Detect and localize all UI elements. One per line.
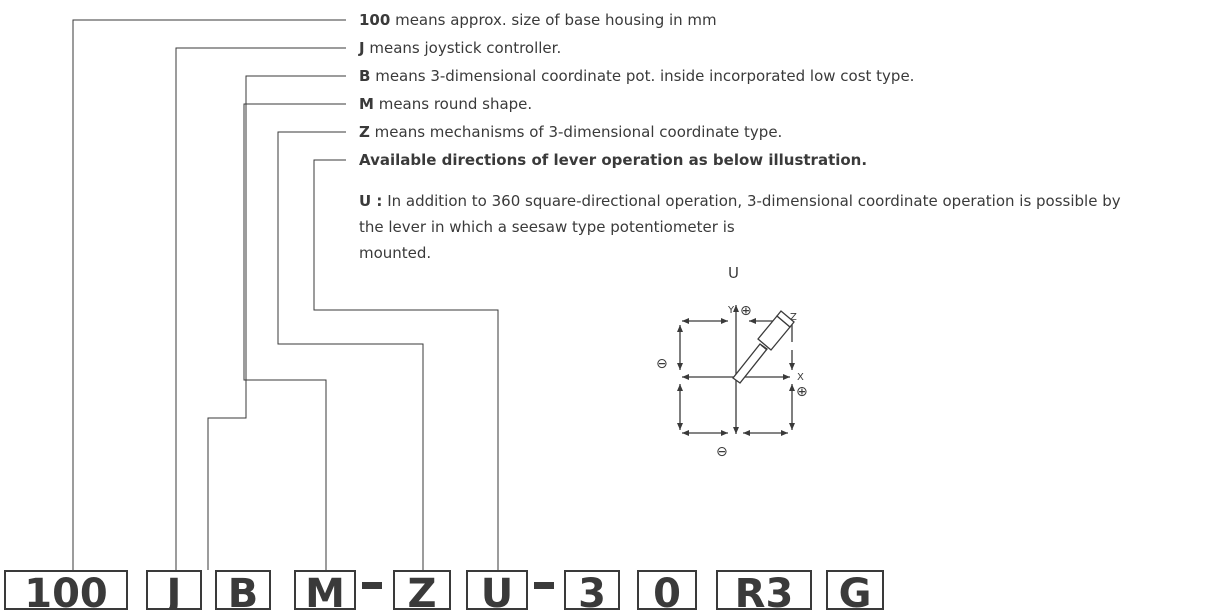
description-key: M [359,95,374,113]
code-box-m: M [294,570,356,610]
code-box-100: 100 [4,570,128,610]
description-key: Z [359,123,370,141]
z-axis-label: Z [790,312,797,323]
u-description-line-1: U : In addition to 360 square-directiona… [359,188,1221,214]
connector-100 [72,19,346,570]
code-box-j: J [146,570,202,610]
description-text: means mechanisms of 3-dimensional coordi… [369,123,783,141]
x-plus-icon: ⊕ [796,384,808,400]
description-m: M means round shape. [359,94,532,114]
description-b: B means 3-dimensional coordinate pot. in… [359,66,914,86]
u-description-key: U : [359,192,383,210]
directions-heading-text: Available directions of lever operation … [359,151,868,169]
description-100: 100 means approx. size of base housing i… [359,10,717,30]
description-key: 100 [359,11,391,29]
connector-b [207,75,346,570]
description-text: means 3-dimensional coordinate pot. insi… [370,67,915,85]
x-minus-icon: ⊖ [656,356,668,372]
x-axis-label: X [797,372,804,383]
description-key: B [359,67,371,85]
description-j: J means joystick controller. [359,38,561,58]
code-box-u: U [466,570,528,610]
code-box-0: 0 [637,570,697,610]
description-key: J [359,39,365,57]
y-plus-icon: ⊕ [740,303,752,319]
code-separator-dash [362,582,382,589]
code-box-z: Z [393,570,451,610]
y-minus-icon: ⊖ [716,444,728,460]
lever-shape [732,310,795,384]
connector-m [243,103,346,570]
connector-j [175,47,346,570]
figure-title: U [728,264,739,282]
u-description: U : In addition to 360 square-directiona… [359,188,1221,266]
description-z: Z means mechanisms of 3-dimensional coor… [359,122,782,142]
description-text: means joystick controller. [364,39,562,57]
directions-heading: Available directions of lever operation … [359,150,867,170]
y-axis-label: Y [727,305,735,316]
code-box-g: G [826,570,884,610]
u-description-line-3: mounted. [359,244,432,262]
connector-u [313,159,499,570]
description-text: means approx. size of base housing in mm [390,11,717,29]
code-separator-dash [534,582,554,589]
code-box-3: 3 [564,570,620,610]
connector-z [277,131,424,570]
code-box-b: B [215,570,271,610]
code-box-r3: R3 [716,570,812,610]
description-text: means round shape. [373,95,533,113]
u-description-line-2: the lever in which a seesaw type potenti… [359,218,735,236]
u-description-text: In addition to 360 square-directional op… [387,192,1121,210]
